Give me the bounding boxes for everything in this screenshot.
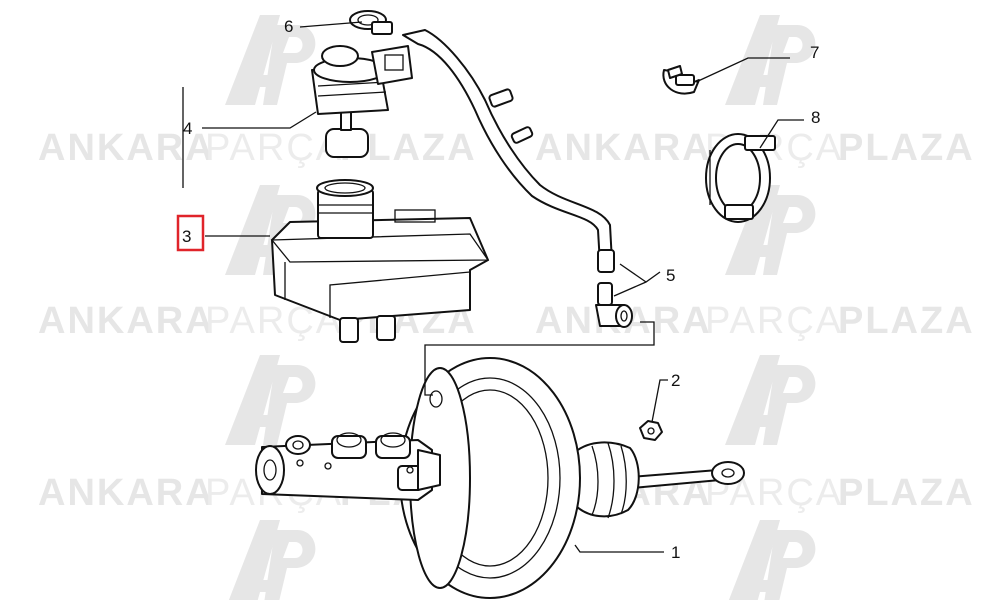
- callout-5: 5: [666, 266, 675, 285]
- watermark-logo: [725, 15, 816, 105]
- leader-lines: [182, 21, 804, 553]
- watermark-logos: [225, 15, 816, 600]
- hose-clamp-small[interactable]: [349, 10, 393, 35]
- callout-6: 6: [284, 17, 293, 36]
- callout-8: 8: [811, 108, 820, 127]
- watermark-word-plaza: PLAZA: [838, 472, 975, 514]
- watermark-row-2: ANKARA PARÇA PLAZA ANKARA PARÇA PLAZA: [38, 300, 975, 342]
- watermark-word-ankara: ANKARA: [38, 300, 215, 342]
- reservoir-cap[interactable]: [311, 45, 413, 158]
- watermark-word-plaza: PLAZA: [838, 300, 975, 342]
- watermark-logo: [228, 520, 316, 600]
- vacuum-hose[interactable]: [402, 29, 615, 273]
- callout-labels: 1 2 3 4 5 6 7 8: [182, 17, 820, 562]
- hose-clip[interactable]: [662, 65, 700, 95]
- callout-2: 2: [671, 371, 680, 390]
- watermark-word-plaza: PLAZA: [838, 127, 975, 169]
- nut[interactable]: [639, 420, 663, 441]
- watermark-word-ankara: ANKARA: [535, 127, 712, 169]
- watermark-word-parca: PARÇA: [705, 300, 843, 342]
- selected-part-highlight: [176, 214, 205, 252]
- watermark-word-parca: PARÇA: [205, 127, 343, 169]
- hose-clamp-large[interactable]: [705, 133, 776, 223]
- callout-1: 1: [671, 543, 680, 562]
- callout-3[interactable]: 3: [182, 227, 191, 246]
- watermark-logo: [225, 355, 316, 445]
- watermark-logo: [225, 15, 316, 105]
- brake-fluid-reservoir[interactable]: [270, 179, 490, 343]
- watermark-logo: [725, 185, 816, 275]
- callout-7: 7: [810, 43, 819, 62]
- watermark-word-ankara: ANKARA: [38, 472, 215, 514]
- watermark-logo: [725, 355, 816, 445]
- callout-4: 4: [183, 119, 192, 138]
- vacuum-elbow-connector[interactable]: [595, 282, 633, 328]
- brake-booster[interactable]: [255, 357, 745, 599]
- watermark-logo: [728, 520, 816, 600]
